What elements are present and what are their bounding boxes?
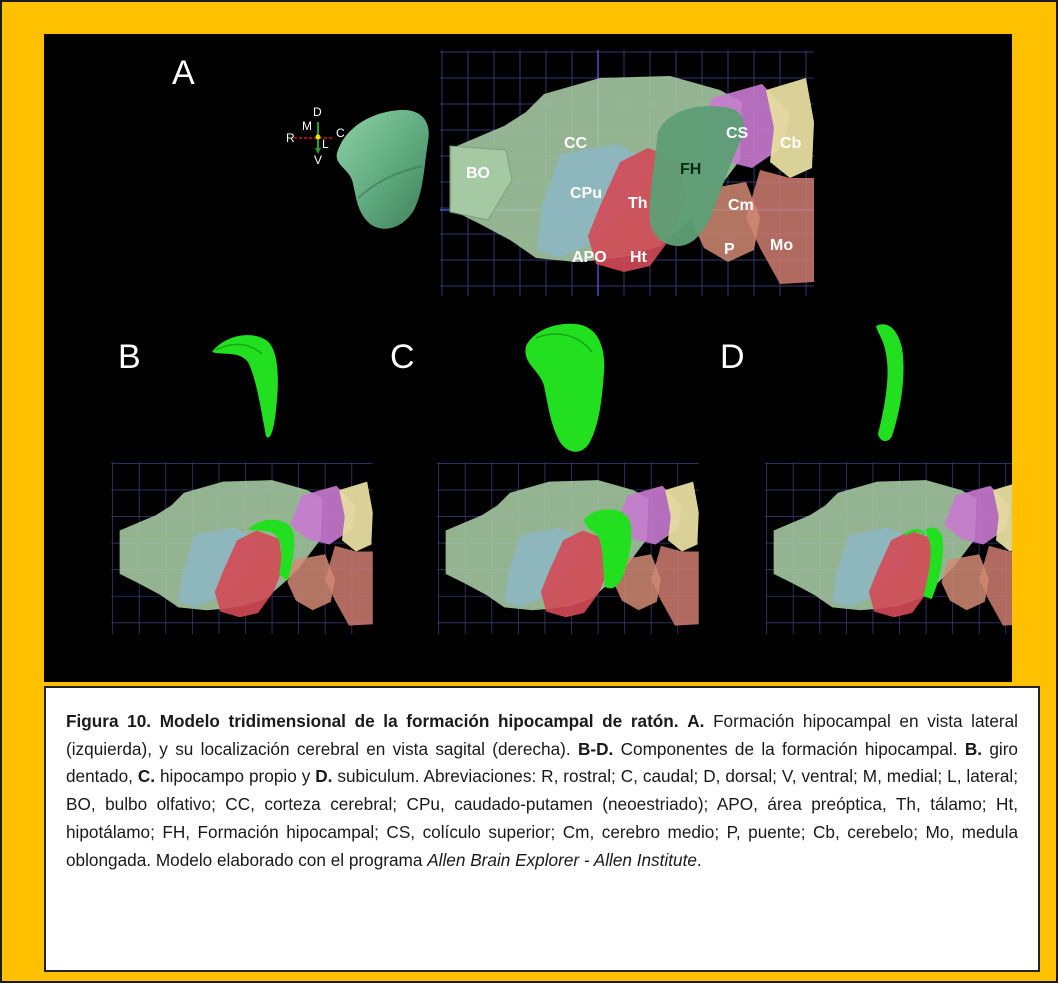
axis-rostral-label: R [286, 132, 295, 144]
axis-dorsal-label: D [313, 106, 322, 118]
caption-end: . [697, 850, 702, 870]
region-label-cb: Cb [780, 136, 801, 152]
region-label-th: Th [628, 196, 648, 212]
sagittal-atlas-b [106, 462, 378, 634]
sagittal-section-d [760, 462, 1012, 634]
caption-title: Figura 10. Modelo tridimensional de la f… [66, 711, 679, 731]
region-label-cs: CS [726, 126, 748, 142]
dentate-gyrus-model [204, 326, 284, 446]
region-label-bo: BO [466, 166, 490, 182]
hippocampus-proper-model [516, 318, 616, 458]
caption-c-text: hipocampo propio y [155, 766, 315, 786]
figure-caption: Figura 10. Modelo tridimensional de la f… [44, 686, 1040, 972]
panel-a-letter: A [172, 56, 195, 90]
sagittal-atlas-c [432, 462, 704, 634]
region-label-mo: Mo [770, 238, 793, 254]
panel-c-letter: C [390, 340, 415, 374]
hippocampal-model-lateral [328, 106, 438, 236]
caption-bd-text: Componentes de la formación hipocampal. [613, 739, 965, 759]
panel-b-letter: B [118, 340, 141, 374]
panel-d-letter: D [720, 340, 745, 374]
axis-ventral-label: V [314, 154, 322, 166]
caption-b-label: B. [965, 739, 982, 759]
caption-software: Allen Brain Explorer - Allen Institute [427, 850, 697, 870]
region-label-cm: Cm [728, 198, 754, 214]
subiculum-model [866, 318, 926, 448]
sagittal-section-b [106, 462, 378, 634]
figure-panel: A D M R C L V [44, 34, 1012, 682]
caption-d-label: D. [315, 766, 332, 786]
region-label-apo: APO [572, 250, 607, 266]
sagittal-section-c [432, 462, 704, 634]
caption-c-label: C. [138, 766, 155, 786]
caption-bd-label: B-D. [578, 739, 613, 759]
region-label-p: P [724, 242, 735, 258]
region-label-fh: FH [680, 162, 701, 178]
region-label-cpu: CPu [570, 186, 602, 202]
caption-a-label: A. [687, 711, 704, 731]
axis-medial-label: M [302, 120, 312, 132]
region-label-ht: Ht [630, 250, 647, 266]
sagittal-section-a [440, 50, 814, 296]
region-label-cc: CC [564, 136, 587, 152]
sagittal-atlas-d [760, 462, 1012, 634]
sagittal-atlas-a: BO CC CPu Th APO Ht FH CS Cb Cm P Mo [440, 50, 814, 296]
